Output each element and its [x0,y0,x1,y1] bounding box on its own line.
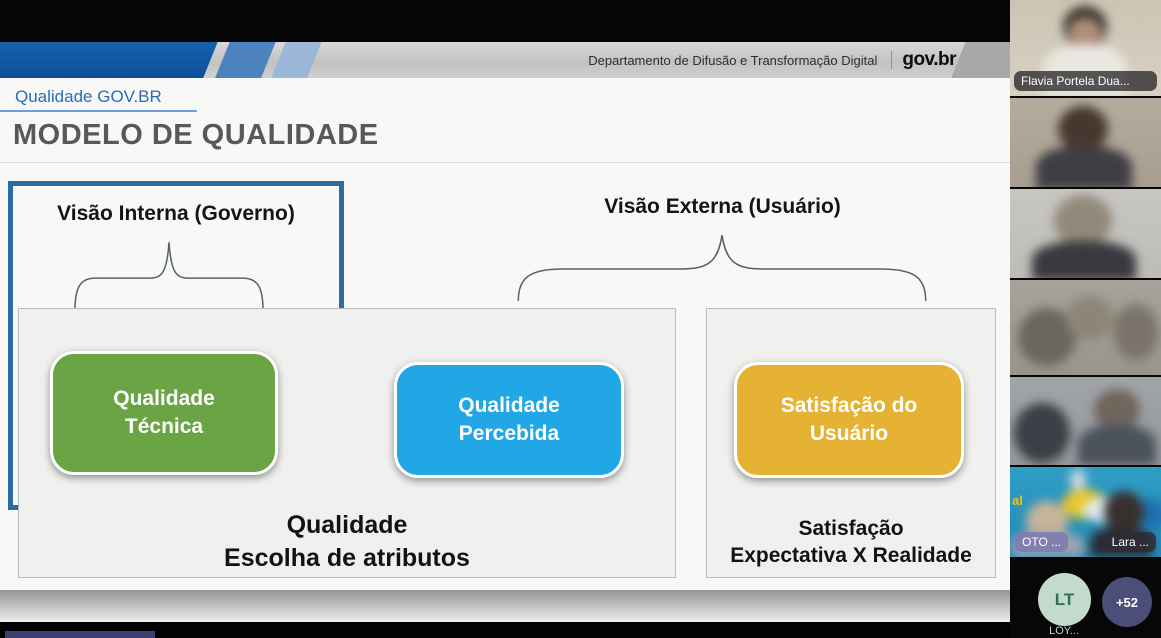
avatar-name-label: LOY... [1049,625,1079,637]
bottom-bar-accent [5,631,155,638]
box-qualidade-percebida: Qualidade Percebida [394,362,624,478]
participant-video-tile[interactable]: al OTO ... Lara ... [1010,467,1161,557]
participant-video-tile[interactable] [1010,98,1161,187]
more-participants-badge[interactable]: +52 [1102,577,1152,627]
participant-video-tile[interactable]: Flavia Portela Dua... [1010,0,1161,96]
avatar-initials[interactable]: LT [1038,573,1091,626]
quality-caption-line1: Qualidade [286,511,408,539]
participant-name-label: Lara ... [1104,532,1156,552]
virtual-background-text: al [1012,493,1023,508]
participant-video-tile[interactable] [1010,189,1161,278]
quality-caption: Qualidade Escolha de atributos [18,509,676,574]
video-blur [1010,377,1161,465]
slide-header-bar: Departamento de Difusão e Transformação … [0,42,1010,78]
internal-brace [72,238,266,314]
video-blur [1010,0,1161,96]
bottom-letterbox [0,622,1010,638]
satisfaction-caption-line1: Satisfação [798,517,904,540]
participant-name-label: Flavia Portela Dua... [1014,71,1157,91]
breadcrumb: Qualidade GOV.BR [15,87,162,106]
box-qualidade-tecnica: Qualidade Técnica [50,351,278,475]
gallery-overflow-area: LT LOY... +52 [1010,557,1161,638]
screen-share-area: Departamento de Difusão e Transformação … [0,0,1010,638]
presentation-slide: Qualidade GOV.BR MODELO DE QUALIDADE Vis… [0,78,1010,590]
video-blur [1010,189,1161,278]
header-separator [891,51,893,69]
participant-name-label: OTO ... [1015,532,1069,552]
satisfaction-caption-line2: Expectativa X Realidade [730,544,972,568]
box-satisfacao-usuario: Satisfação do Usuário [734,362,964,478]
header-stripe-mid-blue [212,42,278,78]
participants-sidebar: Flavia Portela Dua... [1010,0,1161,638]
header-stripe-dark-blue [0,42,220,78]
video-blur [1010,280,1161,375]
govbr-logo: gov.br [902,49,956,70]
internal-view-label: Visão Interna (Governo) [57,202,295,225]
video-blur [1010,98,1161,187]
department-name: Departamento de Difusão e Transformação … [588,52,878,68]
header-wedge [948,42,1010,78]
top-letterbox [0,0,1010,42]
satisfaction-caption: Satisfação Expectativa X Realidade [706,515,996,570]
participant-video-tile[interactable] [1010,280,1161,375]
video-blur [1010,467,1161,557]
slide-footer-bar [0,590,1010,622]
title-divider [0,162,1010,163]
breadcrumb-underline [0,110,197,112]
external-brace [512,231,932,303]
header-stripe-light-blue [268,42,324,78]
page-title: MODELO DE QUALIDADE [13,119,379,151]
participant-video-tile[interactable] [1010,377,1161,465]
quality-caption-line2: Escolha de atributos [224,543,470,572]
external-view-label: Visão Externa (Usuário) [604,195,841,218]
